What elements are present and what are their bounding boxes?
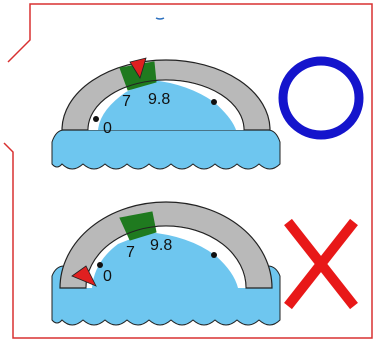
label-seven: 7 <box>122 93 131 110</box>
dot-marker-right <box>211 99 217 105</box>
gauge-incorrect: 0 7 9.8 <box>52 202 280 325</box>
label-limit: 9.8 <box>150 237 172 254</box>
label-zero: 0 <box>103 120 112 137</box>
dot-marker-right <box>211 252 217 258</box>
label-zero: 0 <box>103 268 112 285</box>
dot-marker-left <box>93 116 99 122</box>
top-mark <box>156 18 164 19</box>
cross-incorrect-icon <box>288 222 354 306</box>
label-seven: 7 <box>126 244 135 261</box>
circle-correct-icon <box>283 61 359 135</box>
label-limit: 9.8 <box>148 91 170 108</box>
gauge-correct: 0 7 9.8 <box>52 58 280 169</box>
water-body <box>52 130 280 169</box>
